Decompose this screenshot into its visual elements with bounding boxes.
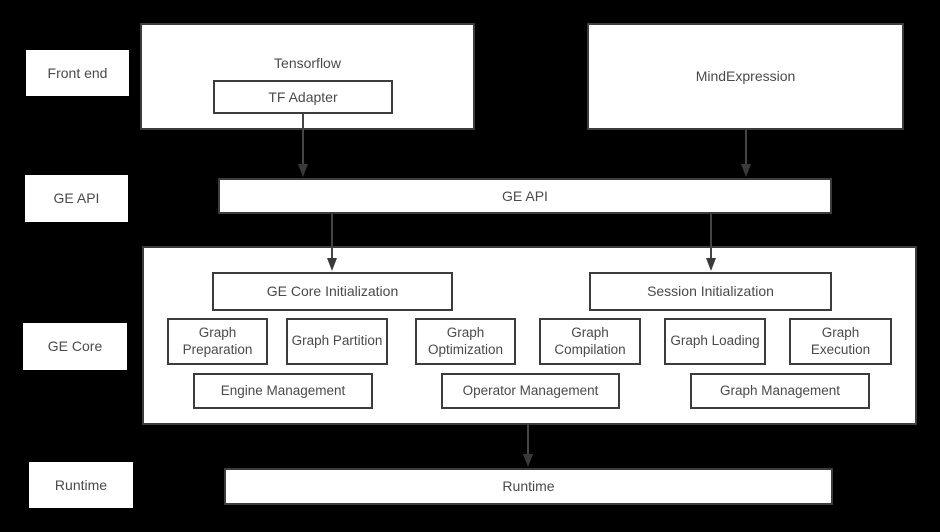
mindexpression-box: MindExpression bbox=[587, 23, 904, 130]
graph-loading-box: Graph Loading bbox=[664, 318, 766, 365]
engine-management-label: Engine Management bbox=[220, 382, 346, 398]
operator-management-label: Operator Management bbox=[462, 382, 599, 398]
tensorflow-label: Tensorflow bbox=[274, 55, 341, 71]
row-label-ge-api: GE API bbox=[25, 175, 128, 222]
row-label-runtime: Runtime bbox=[29, 462, 133, 508]
session-initialization-label: Session Initialization bbox=[647, 283, 774, 300]
tensorflow-box: Tensorflow TF Adapter bbox=[140, 23, 475, 130]
graph-execution-label: Graph Execution bbox=[810, 325, 871, 357]
graph-preparation-box: Graph Preparation bbox=[167, 318, 268, 365]
graph-management-label: Graph Management bbox=[719, 382, 841, 398]
ge-api-bar-label: GE API bbox=[502, 187, 548, 204]
ge-core-initialization-box: GE Core Initialization bbox=[212, 272, 453, 311]
ge-api-bar: GE API bbox=[218, 178, 832, 214]
session-initialization-box: Session Initialization bbox=[589, 272, 832, 311]
row-label-ge-core: GE Core bbox=[23, 323, 127, 370]
graph-optimization-label: Graph Optimization bbox=[427, 325, 504, 357]
runtime-bar: Runtime bbox=[224, 468, 833, 505]
arrow-ge-core-to-runtime bbox=[523, 425, 533, 467]
graph-partition-label: Graph Partition bbox=[291, 333, 383, 349]
graph-preparation-label: Graph Preparation bbox=[182, 325, 253, 357]
operator-management-box: Operator Management bbox=[441, 373, 620, 409]
engine-management-box: Engine Management bbox=[193, 373, 373, 409]
mindexpression-label: MindExpression bbox=[695, 68, 796, 85]
graph-loading-label: Graph Loading bbox=[670, 333, 760, 349]
graph-compilation-label: Graph Compilation bbox=[554, 325, 626, 357]
graph-management-box: Graph Management bbox=[690, 373, 870, 409]
tf-adapter-label: TF Adapter bbox=[268, 88, 338, 105]
ge-core-initialization-label: GE Core Initialization bbox=[266, 283, 399, 300]
arrow-mindexpression-to-ge-api bbox=[741, 130, 751, 177]
graph-partition-box: Graph Partition bbox=[286, 318, 388, 365]
graph-execution-box: Graph Execution bbox=[789, 318, 892, 365]
graph-compilation-box: Graph Compilation bbox=[539, 318, 641, 365]
tf-adapter-box: TF Adapter bbox=[213, 80, 393, 114]
row-label-front-end: Front end bbox=[26, 50, 129, 96]
graph-optimization-box: Graph Optimization bbox=[415, 318, 516, 365]
runtime-bar-label: Runtime bbox=[502, 478, 555, 495]
